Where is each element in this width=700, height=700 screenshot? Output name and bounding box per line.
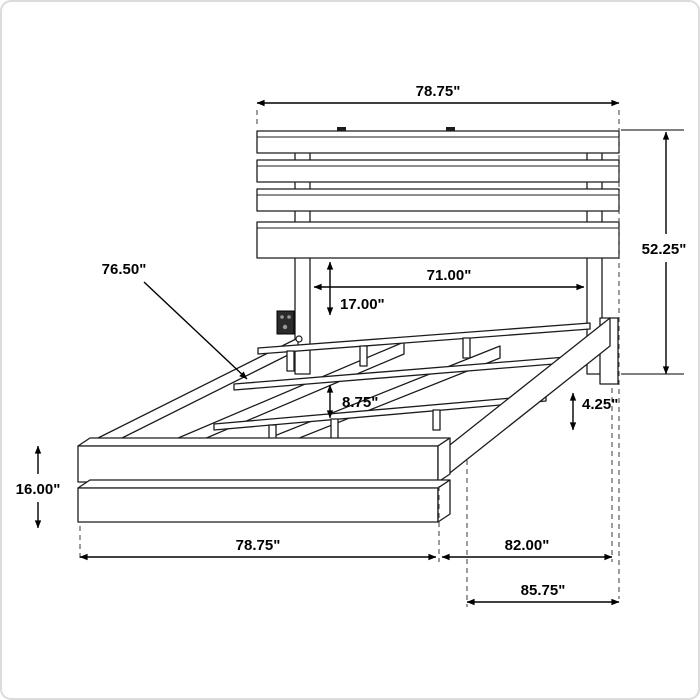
bracket-screw-3 (282, 324, 288, 330)
bracket-bolt (295, 335, 303, 343)
support-leg-5 (330, 418, 339, 440)
headboard-slat-3 (256, 188, 620, 212)
footboard (77, 437, 451, 523)
bracket-plate (276, 310, 295, 335)
dim-overall-length-label: 85.75" (521, 582, 566, 599)
dim-headboard-width-label: 78.75" (416, 83, 461, 100)
dim-inner-width-label: 71.00" (427, 267, 472, 284)
headboard-hardware (337, 127, 455, 131)
dim-headboard-drop-label: 17.00" (340, 296, 385, 313)
dim-frame-length-label: 82.00" (505, 537, 550, 554)
support-leg-2 (359, 345, 368, 367)
bracket-screw-1 (280, 315, 284, 319)
rail-bracket (276, 310, 303, 343)
bracket-screw-2 (287, 315, 291, 319)
headboard-slat-1 (256, 130, 620, 154)
headboard-slat-4 (256, 221, 620, 259)
footboard-plank-2-topface (77, 479, 451, 489)
footboard-plank-1-endface (437, 437, 451, 483)
dim-slat-length-label: 76.50" (102, 261, 147, 278)
dimension-labels: 78.75" 52.25" 71.00" 17.00" 76.50" 8.75"… (16, 83, 687, 599)
hardware-notch-2 (446, 127, 455, 131)
dim-footboard-width-label: 78.75" (236, 537, 281, 554)
dimension-lines (34, 99, 670, 606)
support-leg-6 (432, 409, 441, 431)
bed-slat-front (213, 394, 547, 431)
footboard-plank-2 (77, 487, 439, 523)
bed-slat-middle (233, 356, 567, 391)
dim-slat-length-leader (143, 281, 248, 380)
support-leg-1 (286, 350, 295, 372)
hardware-notch-1 (337, 127, 346, 131)
dim-rail-height-label: 8.75" (342, 394, 378, 411)
footboard-plank-2-endface (437, 479, 451, 523)
dim-footboard-height-label: 16.00" (16, 481, 61, 498)
support-leg-3 (462, 337, 471, 359)
footboard-plank-1 (77, 445, 439, 483)
footboard-plank-1-topface (77, 437, 451, 447)
bed-slat-back (257, 322, 591, 355)
headboard-slat-2 (256, 159, 620, 183)
dim-clearance-label: 4.25" (582, 396, 618, 413)
dim-headboard-height-label: 52.25" (642, 241, 687, 258)
